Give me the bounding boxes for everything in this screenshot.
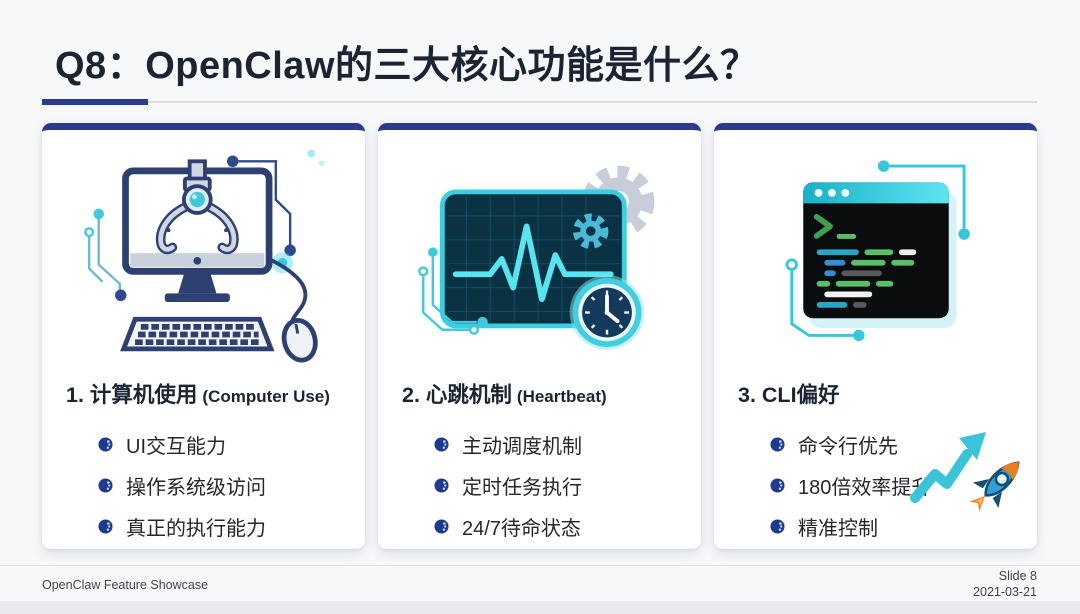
card-3-heading-zh: 3. CLI偏好 (738, 383, 840, 407)
claw-ball-bullet-icon (98, 478, 113, 493)
card-1-heading-zh: 1. 计算机使用 (66, 383, 198, 407)
claw-ball-bullet-icon (770, 478, 785, 493)
claw-ball-bullet-icon (434, 519, 449, 534)
heartbeat-monitor-icon (378, 130, 701, 374)
bullet-text: 定时任务执行 (462, 477, 582, 499)
card-cli-preference: 3. CLI偏好 命令行优先 180倍效率提升 (714, 123, 1037, 549)
claw-ball-bullet-icon (770, 437, 785, 452)
slide-date: 2021-03-21 (973, 585, 1037, 599)
card-2-heading-en: (Heartbeat) (516, 387, 607, 406)
list-item: 180倍效率提升 (770, 465, 1037, 506)
card-3-bullets: 命令行优先 180倍效率提升 精准控制 (714, 424, 1037, 547)
bullet-text: UI交互能力 (126, 436, 226, 458)
card-computer-use: 1. 计算机使用(Computer Use) UI交互能力 操作系统级访问 (42, 123, 365, 549)
bullet-text: 24/7待命状态 (462, 518, 581, 540)
footer-deck-title: OpenClaw Feature Showcase (42, 578, 209, 592)
bullet-text: 180倍效率提升 (798, 477, 932, 499)
card-2-bullets: 主动调度机制 定时任务执行 24/7待命状态 (378, 424, 701, 547)
list-item: 精准控制 (770, 506, 1037, 547)
computer-claw-icon (42, 130, 365, 374)
card-heartbeat: 2. 心跳机制(Heartbeat) 主动调度机制 定时任务执行 (378, 123, 701, 549)
slide-title: Q8：OpenClaw的三大核心功能是什么？ (55, 45, 759, 87)
list-item: 命令行优先 (770, 424, 1037, 465)
claw-ball-bullet-icon (434, 478, 449, 493)
card-2-heading: 2. 心跳机制(Heartbeat) (402, 378, 701, 409)
list-item: UI交互能力 (98, 424, 365, 465)
footer-divider (0, 565, 1080, 566)
card-1-bullets: UI交互能力 操作系统级访问 真正的执行能力 (42, 424, 365, 547)
bullet-text: 命令行优先 (798, 436, 898, 458)
title-divider-accent (42, 99, 148, 105)
claw-ball-bullet-icon (98, 519, 113, 534)
claw-ball-bullet-icon (770, 519, 785, 534)
card-1-heading-en: (Computer Use) (202, 387, 330, 406)
list-item: 真正的执行能力 (98, 506, 365, 547)
terminal-cli-icon (714, 130, 1037, 374)
list-item: 操作系统级访问 (98, 465, 365, 506)
list-item: 24/7待命状态 (434, 506, 701, 547)
bullet-text: 精准控制 (798, 518, 878, 540)
title-divider (42, 99, 1037, 106)
list-item: 定时任务执行 (434, 465, 701, 506)
list-item: 主动调度机制 (434, 424, 701, 465)
title-divider-line (42, 101, 1037, 103)
feature-cards: 1. 计算机使用(Computer Use) UI交互能力 操作系统级访问 (42, 123, 1037, 549)
bullet-text: 真正的执行能力 (126, 518, 266, 540)
card-2-heading-zh: 2. 心跳机制 (402, 383, 512, 407)
footer-slide-info: Slide 8 2021-03-21 (973, 568, 1037, 600)
bullet-text: 操作系统级访问 (126, 477, 266, 499)
card-3-heading: 3. CLI偏好 (738, 378, 1037, 409)
slide-number: Slide 8 (998, 569, 1037, 583)
card-1-heading: 1. 计算机使用(Computer Use) (66, 378, 365, 409)
bullet-text: 主动调度机制 (462, 436, 582, 458)
bottom-edge-strip (0, 601, 1080, 614)
claw-ball-bullet-icon (434, 437, 449, 452)
claw-ball-bullet-icon (98, 437, 113, 452)
